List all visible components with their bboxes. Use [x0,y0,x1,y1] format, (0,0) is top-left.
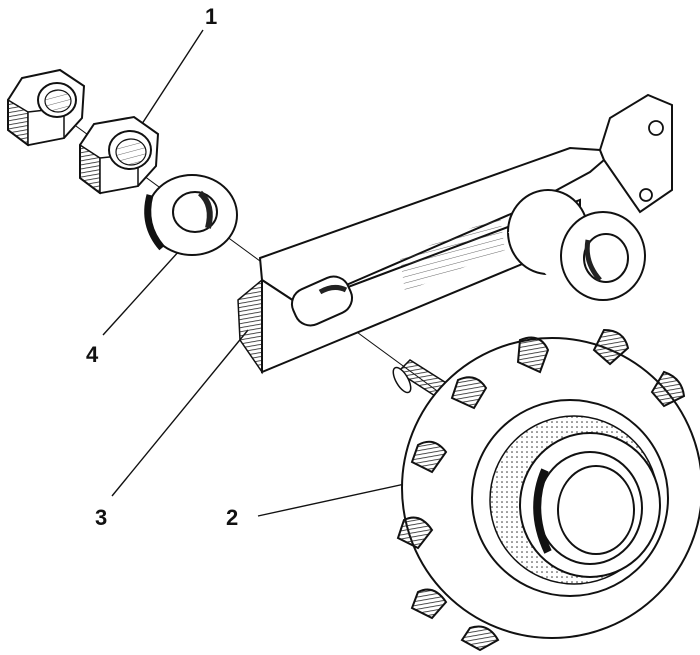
leader-line-1 [137,29,204,131]
hex-nut-part-1 [79,115,160,195]
callout-label-4: 4 [86,342,99,367]
callout-label-2: 2 [226,505,239,530]
leader-line-4 [102,249,181,336]
outer-hex-nut [7,68,86,147]
sprocket-part-2 [396,328,700,652]
callout-label-1: 1 [205,4,218,29]
callout-label-3: 3 [95,505,108,530]
leader-line-3 [111,329,249,497]
washer-part-4 [144,174,238,256]
lever-bracket-part-3 [237,93,673,375]
